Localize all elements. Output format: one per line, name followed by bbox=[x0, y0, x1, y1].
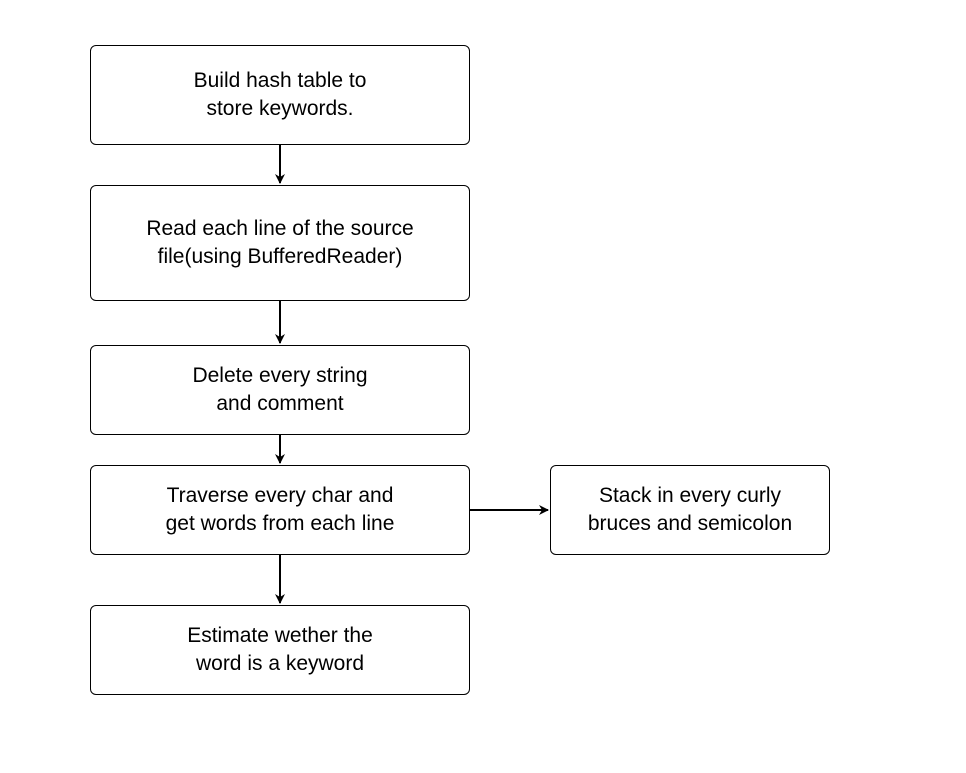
node-text-line: word is a keyword bbox=[195, 652, 365, 675]
node-text-line: store keywords. bbox=[206, 97, 354, 120]
node-text-line: Traverse every char and bbox=[166, 484, 394, 507]
node-text-line: bruces and semicolon bbox=[587, 512, 793, 535]
node-read-each-line: Read each line of the source file(using … bbox=[90, 185, 470, 301]
node-build-hash-table: Build hash table to store keywords. bbox=[90, 45, 470, 145]
node-text-line: Delete every string bbox=[192, 364, 368, 387]
node-text-line: Build hash table to bbox=[193, 69, 367, 92]
node-text-line: Stack in every curly bbox=[598, 484, 782, 507]
node-delete-strings-comments: Delete every string and comment bbox=[90, 345, 470, 435]
node-text-line: file(using BufferedReader) bbox=[157, 245, 403, 268]
node-text-line: Read each line of the source bbox=[146, 217, 414, 240]
node-stack-curly-braces: Stack in every curly bruces and semicolo… bbox=[550, 465, 830, 555]
node-text-line: Estimate wether the bbox=[187, 624, 373, 647]
node-estimate-keyword: Estimate wether the word is a keyword bbox=[90, 605, 470, 695]
node-traverse-chars: Traverse every char and get words from e… bbox=[90, 465, 470, 555]
node-text-line: and comment bbox=[216, 392, 344, 415]
node-text-line: get words from each line bbox=[165, 512, 395, 535]
